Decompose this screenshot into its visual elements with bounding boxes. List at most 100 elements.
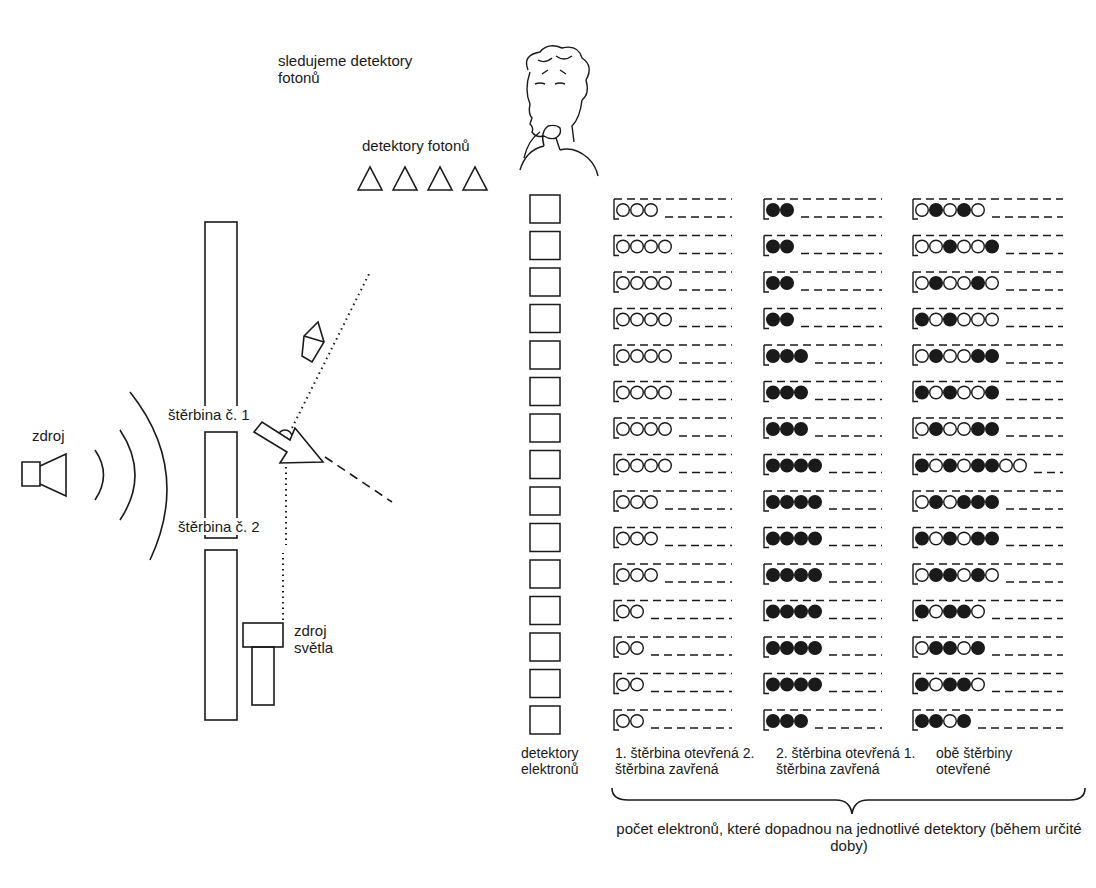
electron-count-filled — [767, 605, 780, 618]
row-line — [764, 381, 882, 382]
electron-count-filled — [986, 496, 999, 509]
electron-count-filled — [795, 350, 808, 363]
electron-count-filled — [930, 642, 943, 655]
light-beam — [282, 553, 284, 620]
row-line — [764, 198, 882, 199]
electron-count-filled — [781, 642, 794, 655]
electron-count-filled — [767, 678, 780, 691]
electron-count-open — [659, 277, 672, 290]
row-line — [651, 691, 732, 692]
electron-detector — [530, 560, 560, 588]
electron-count-filled — [944, 386, 957, 399]
electron-detector — [530, 706, 560, 734]
row-line — [1006, 399, 1063, 400]
row-line — [913, 563, 1063, 564]
row-line — [1006, 545, 1063, 546]
electron-count-filled — [944, 459, 957, 472]
row-line — [614, 308, 732, 309]
electron-count-filled — [795, 715, 808, 728]
row-line — [815, 435, 882, 436]
electron-count-open — [659, 313, 672, 326]
row-line — [651, 654, 732, 655]
electron-count-open — [645, 204, 658, 217]
electron-count-filled — [809, 569, 822, 582]
electron-count-filled — [944, 240, 957, 253]
source-label: zdroj — [32, 427, 92, 444]
row-line — [829, 618, 882, 619]
electron-count-filled — [930, 277, 943, 290]
electron-count-open — [631, 569, 644, 582]
electron-count-open — [916, 240, 929, 253]
electron-count-open — [645, 350, 658, 363]
column-heading: 2. štěrbina otevřená 1. štěrbina zavřená — [776, 745, 924, 777]
electron-count-filled — [767, 277, 780, 290]
electron-count-open — [659, 350, 672, 363]
row-line — [614, 235, 732, 236]
row-line — [913, 308, 1063, 309]
electron-count-filled — [958, 496, 971, 509]
electron-count-open — [645, 459, 658, 472]
electron-count-filled — [781, 605, 794, 618]
electron-count-open — [659, 240, 672, 253]
electron-count-filled — [958, 605, 971, 618]
row-line — [665, 216, 732, 217]
electron-detector — [530, 195, 560, 223]
electron-count-filled — [930, 204, 943, 217]
row-line — [764, 527, 882, 528]
electron-count-open — [631, 240, 644, 253]
row-line — [679, 399, 732, 400]
electron-count-filled — [944, 313, 957, 326]
electron-count-filled — [930, 496, 943, 509]
electron-count-open — [958, 569, 971, 582]
electron-detector — [530, 378, 560, 406]
electron-count-filled — [781, 313, 794, 326]
electron-count-filled — [767, 642, 780, 655]
electron-count-open — [916, 569, 929, 582]
row-line — [679, 472, 732, 473]
electron-count-filled — [809, 642, 822, 655]
photon-detector — [428, 167, 452, 190]
row-line — [1006, 435, 1063, 436]
electron-count-filled — [986, 240, 999, 253]
electron-count-open — [958, 240, 971, 253]
electron-detector — [530, 670, 560, 698]
electron-count-open — [930, 605, 943, 618]
row-line — [815, 362, 882, 363]
electron-count-open — [659, 459, 672, 472]
electron-count-filled — [972, 423, 985, 436]
electron-detector — [530, 414, 560, 442]
electron-count-open — [617, 350, 630, 363]
photon-detector-label: detektory fotonů — [362, 137, 512, 154]
row-line — [829, 472, 882, 473]
electron-count-filled — [781, 240, 794, 253]
row-line — [829, 691, 882, 692]
row-line — [665, 508, 732, 509]
row-line — [913, 381, 1063, 382]
row-line — [1006, 326, 1063, 327]
electron-count-filled — [781, 277, 794, 290]
electron-count-filled — [944, 678, 957, 691]
electron-detector — [530, 232, 560, 260]
electron-count-open — [645, 313, 658, 326]
electron-count-open — [958, 386, 971, 399]
electron-count-filled — [767, 313, 780, 326]
electron-count-filled — [972, 277, 985, 290]
wave-front — [130, 392, 167, 560]
row-line — [764, 490, 882, 491]
electron-count-open — [617, 715, 630, 728]
electron-count-open — [645, 386, 658, 399]
electron-count-filled — [781, 423, 794, 436]
column-heading: 1. štěrbina otevřená 2. štěrbina zavřená — [615, 745, 763, 777]
row-line — [764, 600, 882, 601]
electron-count-filled — [767, 496, 780, 509]
electron-count-filled — [781, 386, 794, 399]
observer — [520, 46, 598, 176]
electron-count-filled — [930, 423, 943, 436]
electron-count-open — [631, 313, 644, 326]
electron-count-filled — [944, 642, 957, 655]
electron-count-open — [631, 459, 644, 472]
electron-count-open — [916, 277, 929, 290]
electron-count-open — [631, 678, 644, 691]
light-source-head — [243, 623, 283, 647]
row-line — [614, 417, 732, 418]
